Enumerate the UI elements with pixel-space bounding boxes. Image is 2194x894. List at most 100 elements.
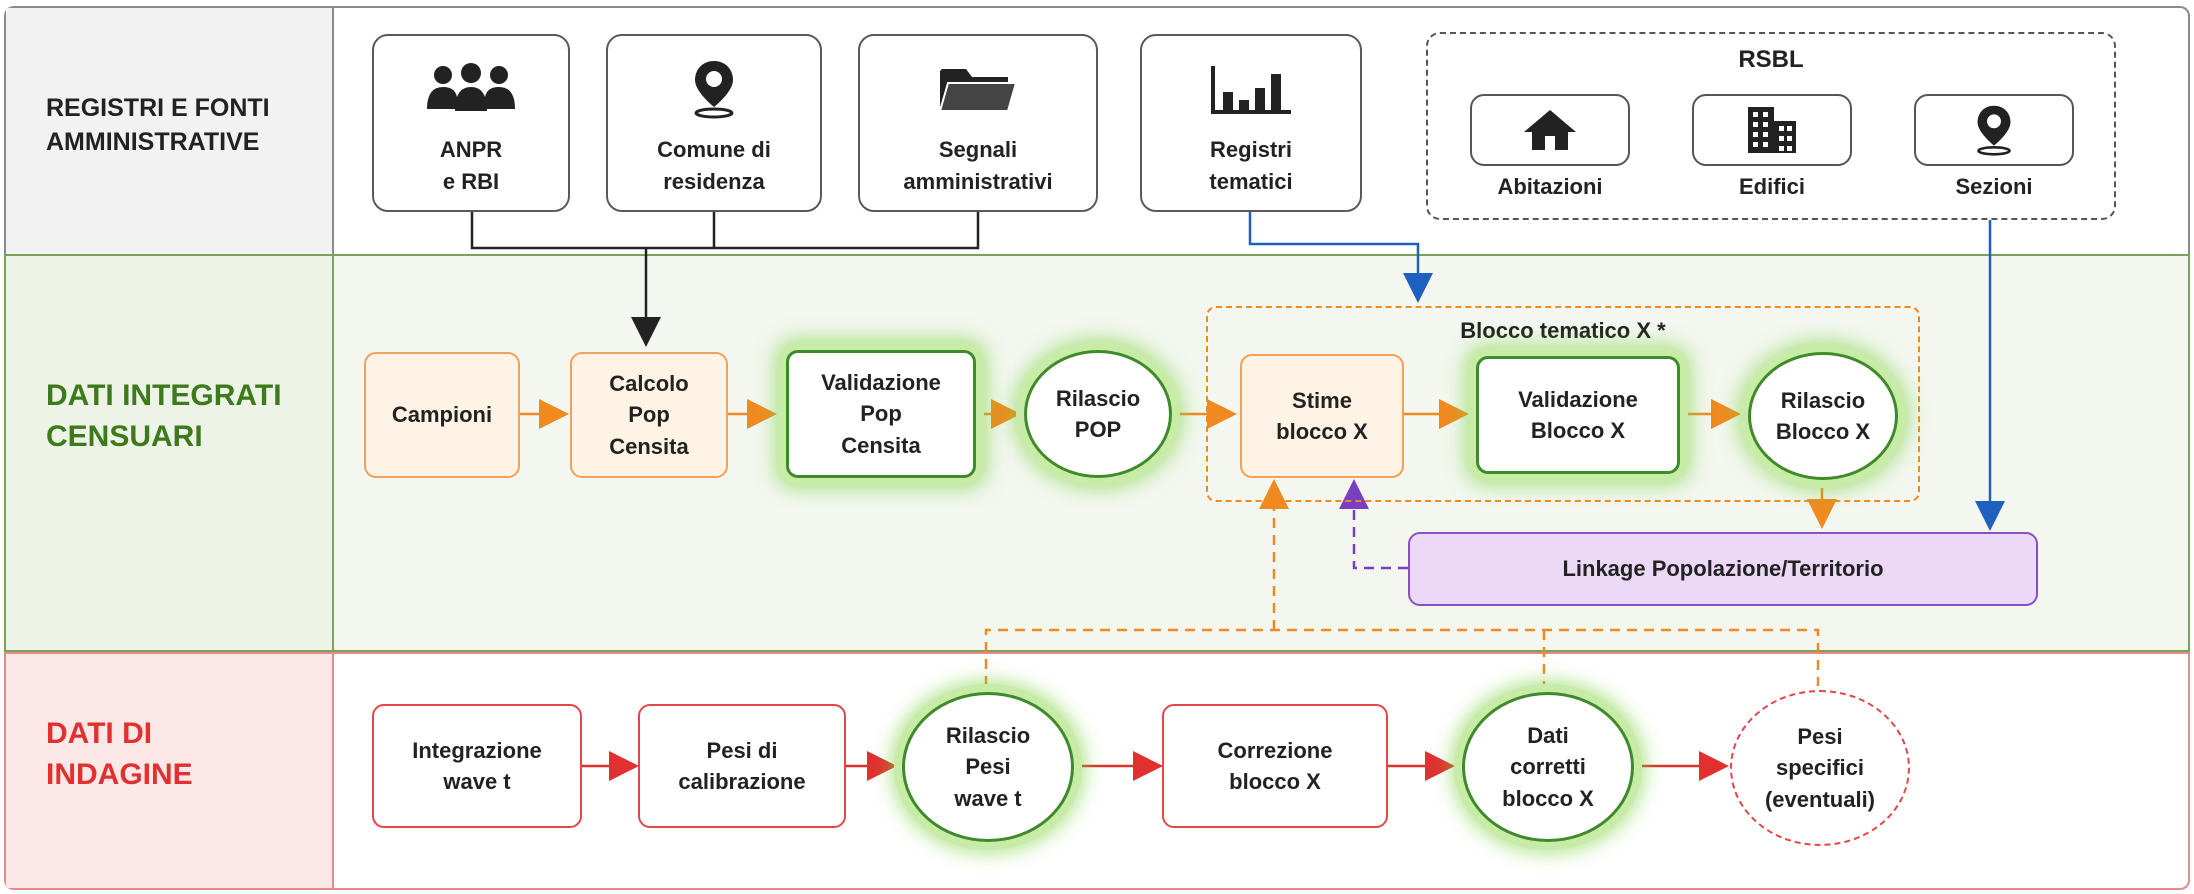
label-line: Rilascio	[1055, 385, 1141, 411]
mid-flow-arrows	[518, 399, 1837, 529]
source-registri: Registri tematici	[1140, 34, 1362, 212]
band-label-line: INDAGINE	[46, 757, 193, 791]
blocco-tematico-title: Blocco tematico X *	[1460, 318, 1666, 343]
bar-chart-icon	[1142, 58, 1360, 120]
node-label: Campioni	[391, 402, 493, 428]
feedback-dashed-arrows	[984, 479, 1820, 686]
label-line: Calcolo	[609, 371, 689, 397]
rsbl-title: RSBL	[1738, 46, 1804, 73]
source-segnali: Segnali amministrativi	[858, 34, 1098, 212]
band-label-dati-integrati: DATI INTEGRATI CENSUARI	[46, 376, 282, 457]
label-line: Segnali	[938, 137, 1018, 162]
folder-icon	[860, 58, 1096, 120]
label-line: blocco X	[1502, 785, 1594, 811]
registri-to-blocco-arrow	[1248, 212, 1433, 303]
node-label: Rilascio Pesi wave t	[946, 720, 1030, 814]
map-pin-icon	[608, 58, 820, 120]
pesi-calibrazione-node: Pesi di calibrazione	[638, 704, 846, 828]
label-line: Validazione	[1518, 386, 1638, 412]
band-label-registri: REGISTRI E FONTI AMMINISTRATIVE	[46, 92, 270, 160]
validazione-blocco-node: Validazione Blocco X	[1476, 356, 1680, 474]
calcolo-pop-node: Calcolo Pop Censita	[570, 352, 728, 478]
rilascio-pesi-node: Rilascio Pesi wave t	[902, 692, 1074, 842]
label-line: blocco X	[1229, 769, 1321, 794]
campioni-node: Campioni	[364, 352, 520, 478]
blocco-tematico-group: Blocco tematico X *	[1206, 306, 1920, 502]
band-label-line: DATI INTEGRATI	[46, 379, 282, 412]
correzione-blocco-node: Correzione blocco X	[1162, 704, 1388, 828]
label-line: specifici	[1775, 755, 1865, 781]
label-line: POP	[1074, 417, 1122, 442]
label-line: blocco X	[1276, 419, 1368, 444]
label-line: wave t	[443, 769, 511, 794]
node-label: Dati corretti blocco X	[1502, 720, 1594, 814]
rsbl-group: RSBL Abitazioni Edific	[1426, 32, 2116, 220]
people-icon	[374, 58, 568, 120]
rsbl-label-sezioni: Sezioni	[1955, 174, 2033, 199]
stime-blocco-node: Stime blocco X	[1240, 354, 1404, 478]
house-icon	[1470, 94, 1630, 166]
node-label: Validazione Blocco X	[1518, 384, 1638, 446]
node-label: Rilascio POP	[1056, 383, 1140, 445]
label-line: Dati	[1527, 723, 1569, 749]
map-pin-icon	[1914, 94, 2074, 166]
label-line: Rilascio	[945, 723, 1031, 749]
dati-corretti-node: Dati corretti blocco X	[1462, 692, 1634, 842]
linkage-to-stime-arrow	[1339, 479, 1408, 570]
node-label: Rilascio Blocco X	[1776, 385, 1870, 447]
node-label: Correzione blocco X	[1218, 735, 1333, 797]
label-line: Censita	[609, 433, 689, 459]
node-label: Stime blocco X	[1276, 385, 1368, 447]
source-anpr-label: ANPR e RBI	[374, 134, 568, 198]
label-line: Pesi di	[706, 737, 778, 763]
node-label: Validazione Pop Censita	[821, 367, 941, 461]
band-label-dati-indagine: DATI DI INDAGINE	[46, 714, 193, 795]
rsbl-label-edifici: Edifici	[1738, 174, 1805, 199]
building-icon	[1692, 94, 1852, 166]
node-label: Pesi di calibrazione	[678, 735, 805, 797]
label-line: (eventuali)	[1764, 786, 1876, 812]
source-registri-label: Registri tematici	[1142, 134, 1360, 198]
linkage-node: Linkage Popolazione/Territorio	[1408, 532, 2038, 606]
label-line: Correzione	[1217, 737, 1333, 763]
label-line: e RBI	[442, 168, 500, 194]
band-label-line: CENSUARI	[46, 419, 203, 453]
integrazione-node: Integrazione wave t	[372, 704, 582, 828]
rilascio-blocco-node: Rilascio Blocco X	[1748, 352, 1898, 480]
band-label-line: AMMINISTRATIVE	[46, 127, 260, 156]
label-line: Integrazione	[412, 737, 542, 763]
label-line: amministrativi	[903, 168, 1053, 194]
label-line: Pop	[860, 401, 902, 427]
band-label-column: DATI INTEGRATI CENSUARI	[6, 256, 334, 650]
label-line: wave t	[954, 785, 1022, 811]
node-label: Pesi specifici (eventuali)	[1765, 721, 1875, 815]
node-label: Calcolo Pop Censita	[609, 368, 688, 462]
label-line: calibrazione	[678, 769, 806, 794]
label-line: Validazione	[821, 370, 941, 396]
node-label: Integrazione wave t	[412, 735, 542, 797]
validazione-pop-node: Validazione Pop Censita	[786, 350, 976, 478]
label-line: tematici	[1209, 168, 1293, 194]
source-comune-label: Comune di residenza	[608, 134, 820, 198]
label-line: Censita	[841, 432, 921, 458]
label-line: Comune di	[657, 137, 771, 162]
label-line: Stime	[1292, 387, 1352, 413]
sources-merge-connector	[470, 212, 980, 347]
source-anpr: ANPR e RBI	[372, 34, 570, 212]
source-segnali-label: Segnali amministrativi	[860, 134, 1096, 198]
label-line: Pop	[628, 402, 670, 428]
rsbl-label-abitazioni: Abitazioni	[1497, 174, 1603, 199]
label-line: residenza	[663, 168, 765, 194]
node-label: Linkage Popolazione/Territorio	[1562, 556, 1884, 582]
band-label-line: DATI DI	[46, 717, 153, 750]
label-line: Blocco X	[1775, 419, 1871, 444]
rilascio-pop-node: Rilascio POP	[1024, 350, 1172, 478]
label-line: Rilascio	[1780, 387, 1866, 413]
label-line: Registri	[1210, 137, 1292, 162]
label-line: Pesi	[965, 754, 1011, 780]
label-line: Blocco X	[1530, 418, 1626, 443]
label-line: ANPR	[439, 137, 503, 162]
label-line: corretti	[1510, 754, 1586, 780]
